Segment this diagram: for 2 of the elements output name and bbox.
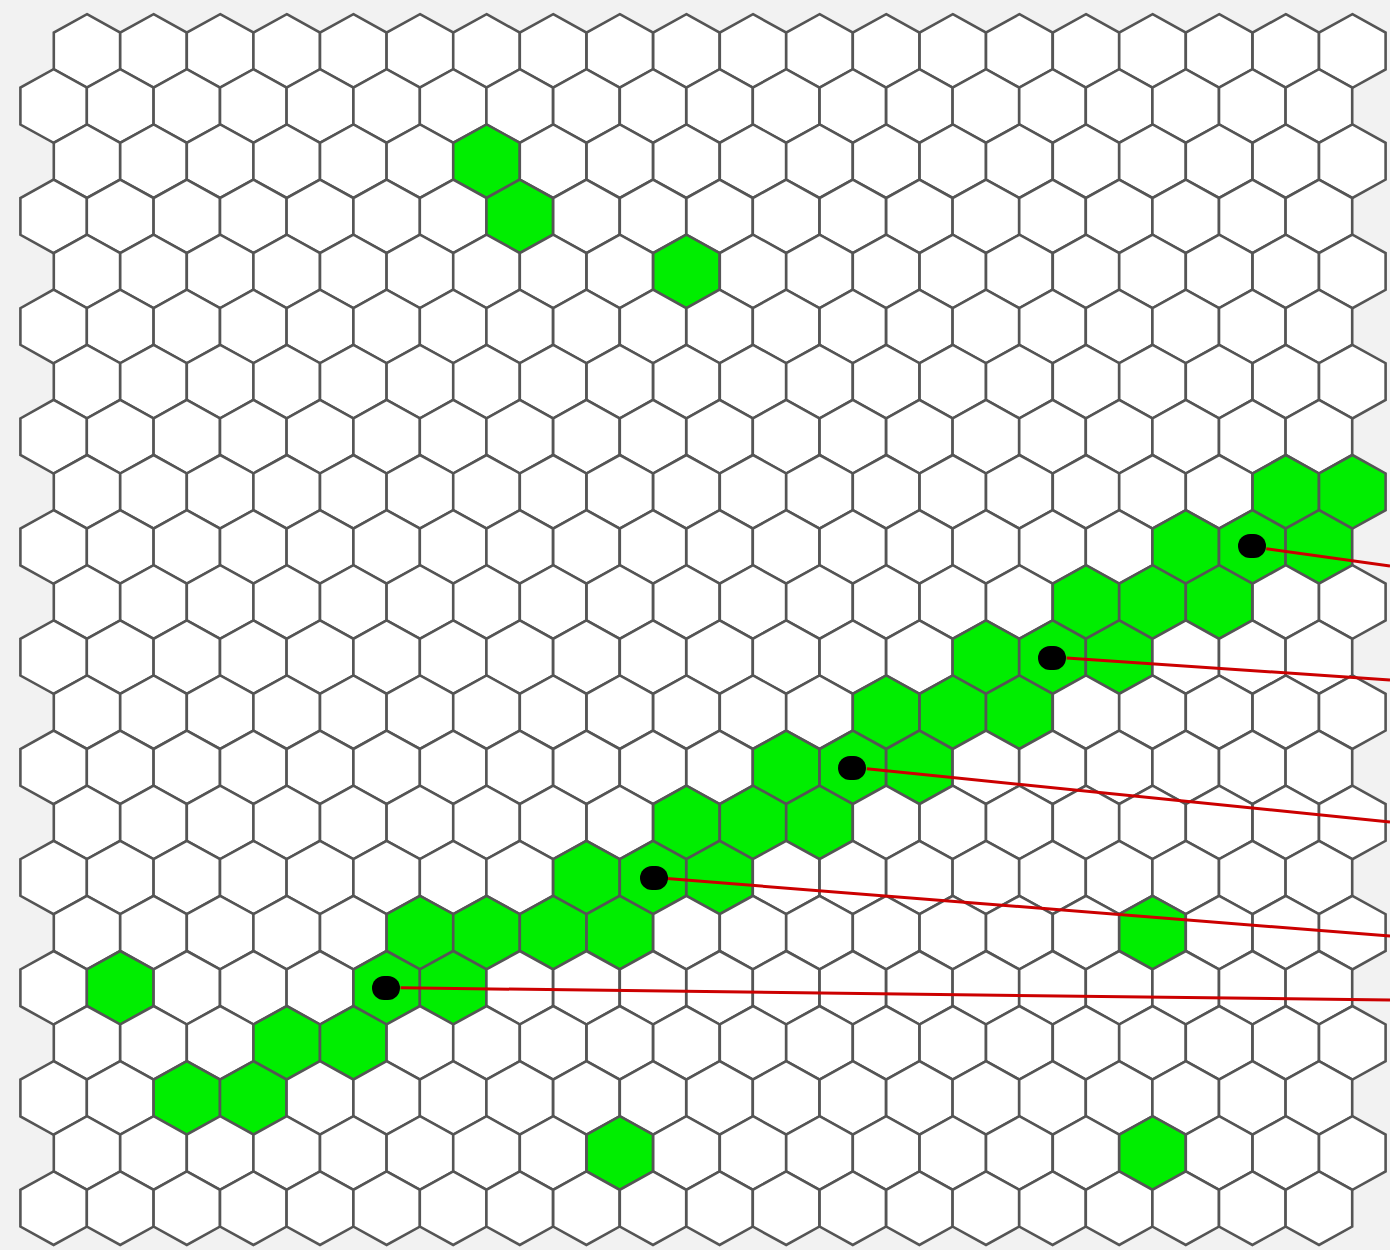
leader-line: [666, 877, 1390, 938]
leader-line: [1266, 547, 1390, 568]
